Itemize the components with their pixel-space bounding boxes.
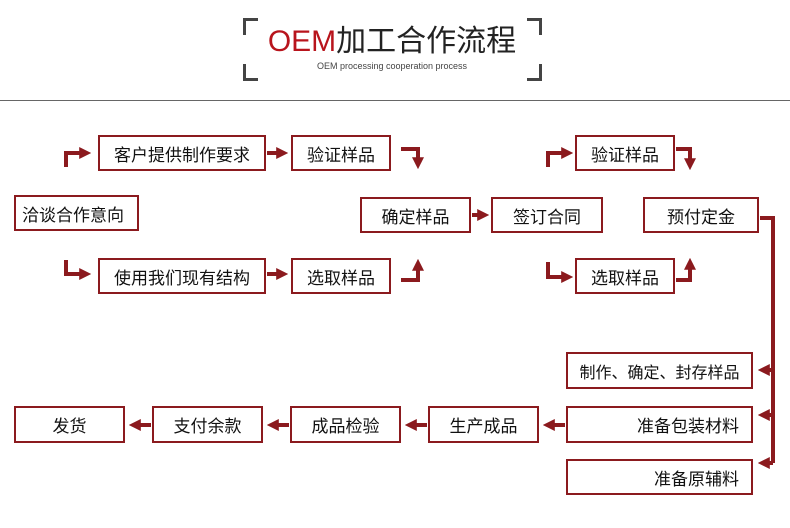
- title-bracket-bottom-right: [527, 64, 542, 81]
- header: OEM加工合作流程 OEM processing cooperation pro…: [0, 0, 790, 100]
- node-ship: 发货: [14, 406, 125, 443]
- arrow-negotiate-to-request: [64, 147, 92, 167]
- node-client-request: 客户提供制作要求: [98, 135, 266, 171]
- node-verify-sample-2: 验证样品: [575, 135, 675, 171]
- arrow-negotiate-to-existing: [64, 260, 92, 280]
- arrow-contract-to-select2: [546, 262, 574, 283]
- node-prepay: 预付定金: [643, 197, 759, 233]
- arrow-select-to-confirm: [401, 258, 424, 282]
- arrow-prepay-trunk: [760, 216, 775, 463]
- page-subtitle: OEM processing cooperation process: [316, 61, 468, 71]
- node-use-existing: 使用我们现有结构: [98, 258, 266, 294]
- node-prepare-materials: 准备原辅料: [566, 459, 753, 495]
- title-bracket-top-right: [527, 18, 542, 35]
- node-prepare-packaging: 准备包装材料: [566, 406, 753, 443]
- node-make-seal: 制作、确定、封存样品: [566, 352, 753, 389]
- node-sign-contract: 签订合同: [491, 197, 603, 233]
- arrow-verify-to-confirm: [401, 147, 424, 170]
- node-production: 生产成品: [428, 406, 539, 443]
- title-bracket-top-left: [243, 18, 258, 35]
- node-confirm-sample: 确定样品: [360, 197, 471, 233]
- arrow-contract-to-verify2: [546, 147, 574, 167]
- title-bracket-bottom-left: [243, 64, 258, 81]
- node-inspection: 成品检验: [290, 406, 401, 443]
- page-title: OEM加工合作流程: [243, 22, 541, 62]
- header-divider: [0, 100, 790, 101]
- arrow-verify2-to-prepay: [676, 147, 696, 171]
- node-negotiate: 洽谈合作意向: [14, 195, 139, 231]
- arrow-select2-to-prepay: [676, 257, 696, 282]
- node-select-sample-1: 选取样品: [291, 258, 391, 294]
- node-pay-balance: 支付余款: [152, 406, 263, 443]
- title-text: 加工合作流程: [336, 24, 517, 59]
- node-select-sample-2: 选取样品: [575, 258, 675, 294]
- node-verify-sample-1: 验证样品: [291, 135, 391, 171]
- title-brand: OEM: [267, 25, 337, 58]
